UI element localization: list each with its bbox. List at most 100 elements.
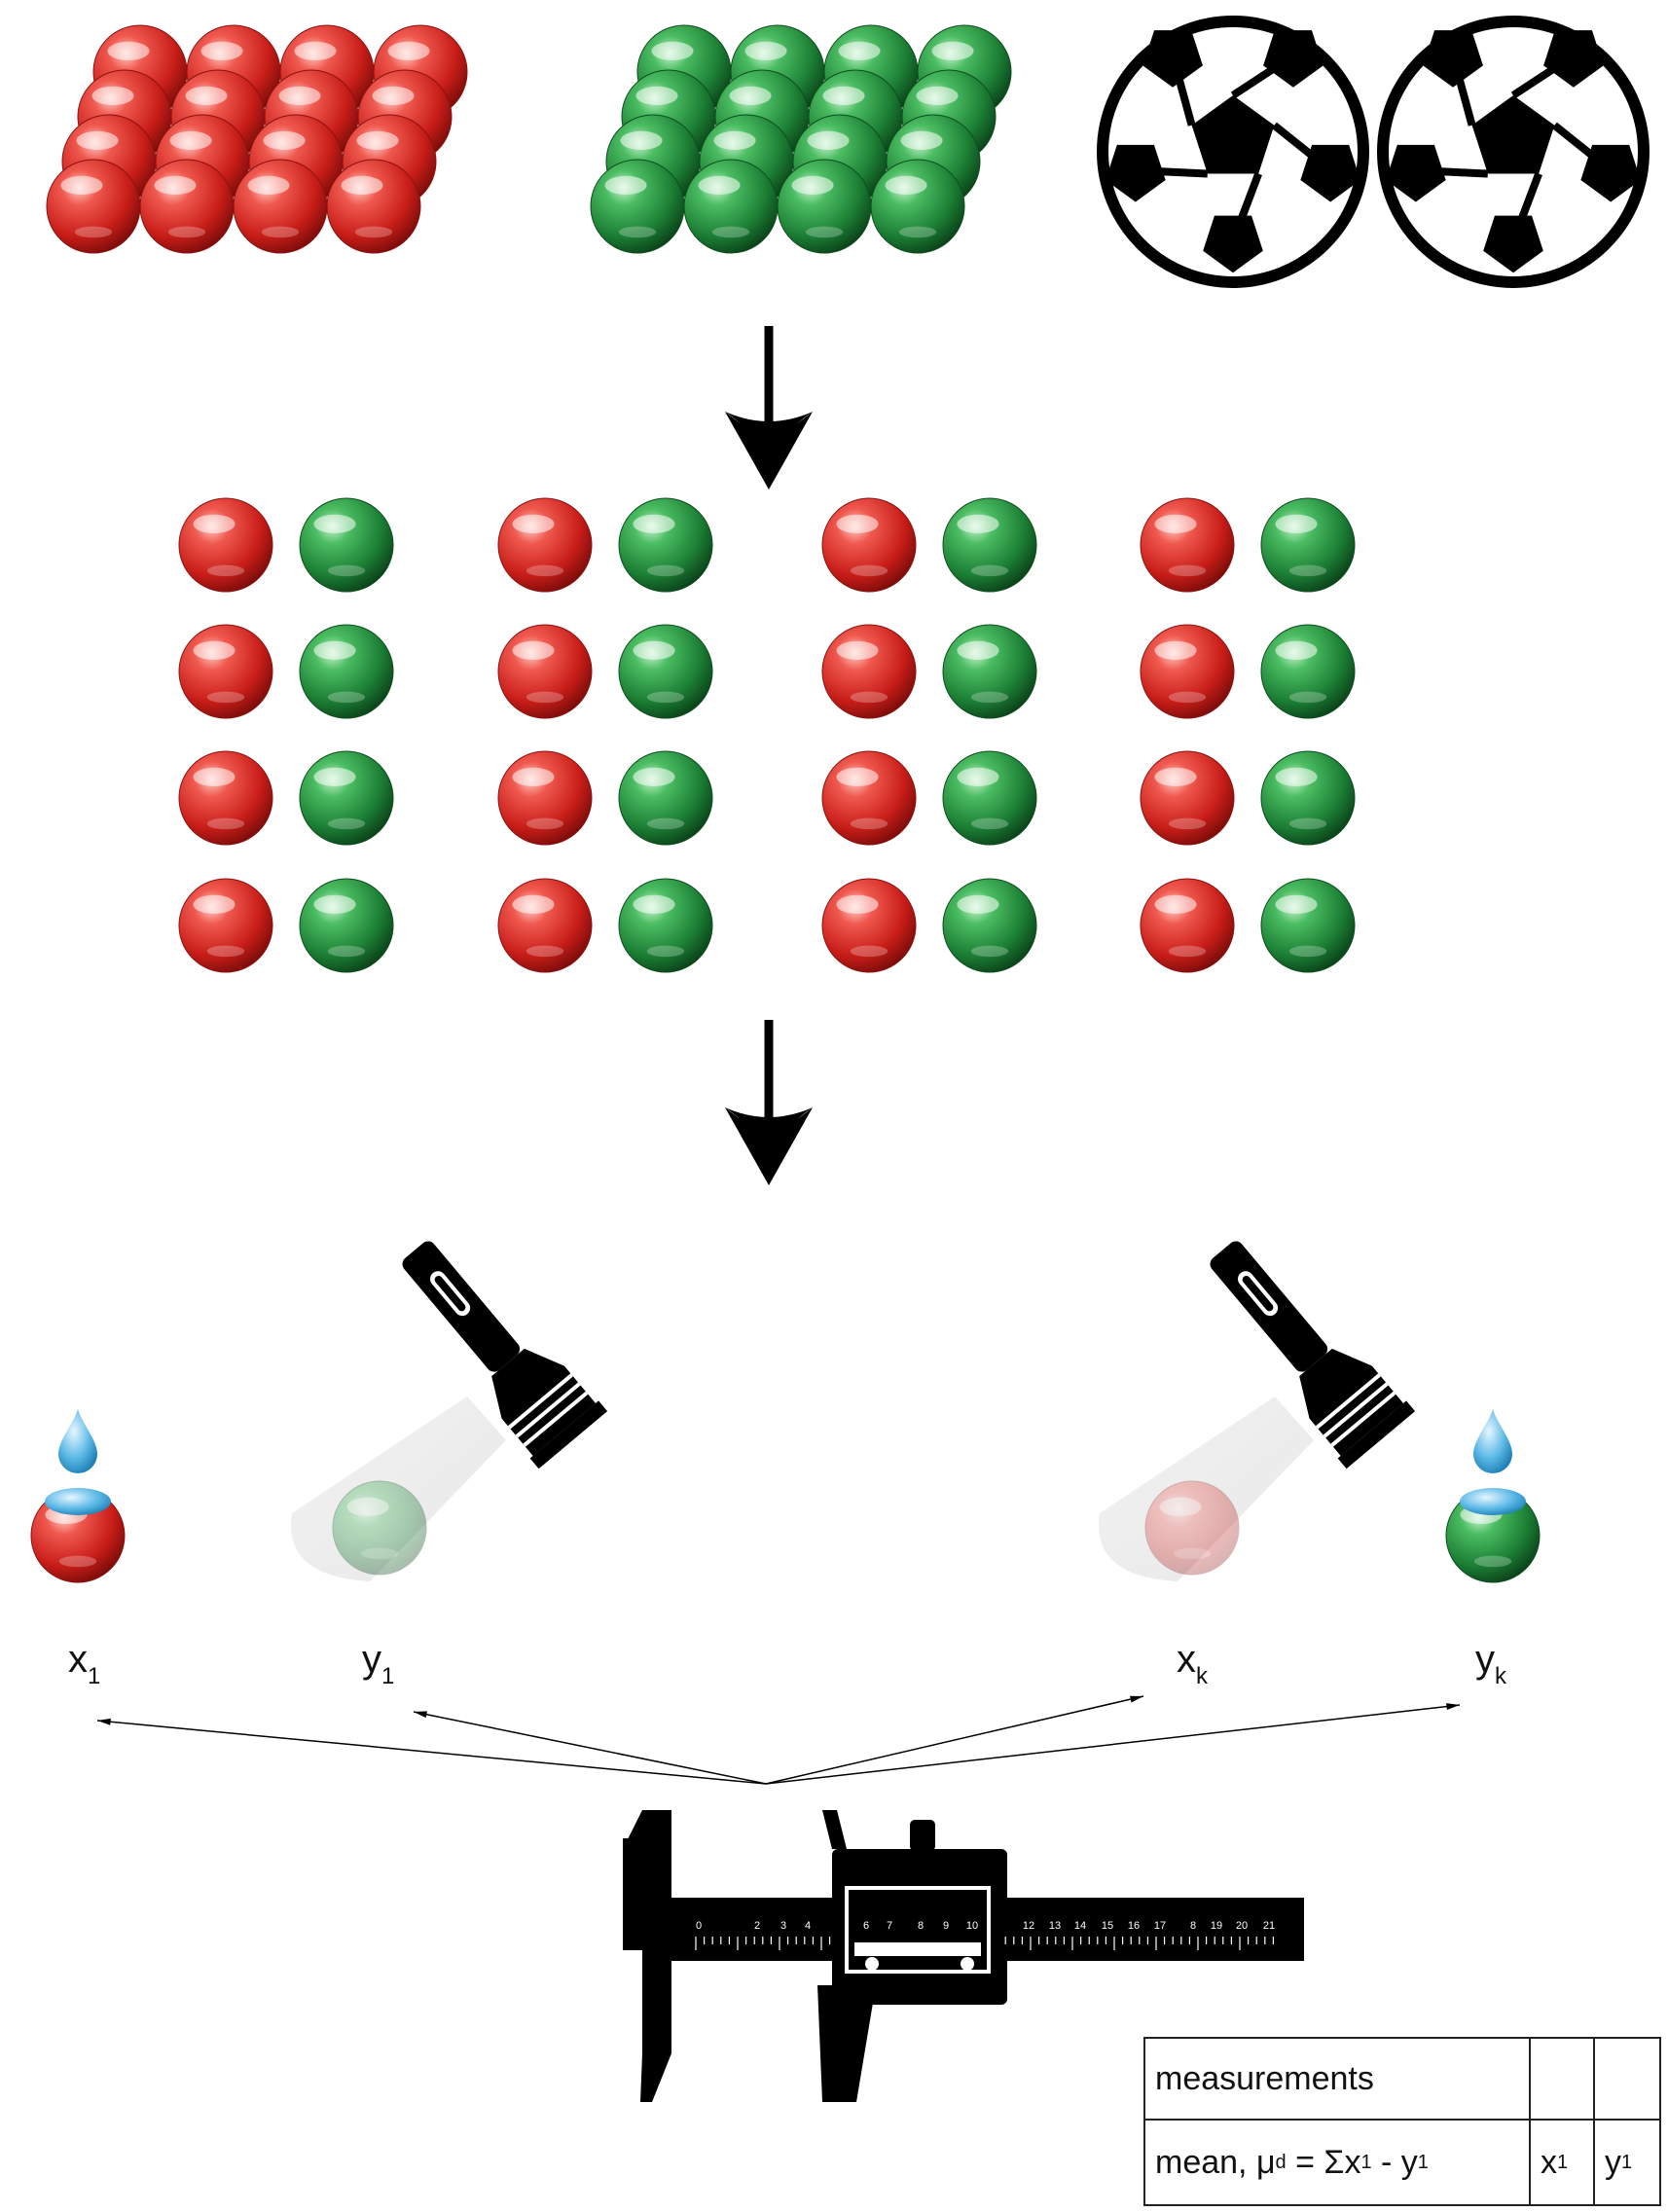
green-marble	[942, 624, 1037, 719]
green-marble	[777, 159, 872, 254]
pointer-arrow	[96, 1718, 767, 1785]
caliper-scale-number: 4	[805, 1920, 811, 1932]
green-marble	[942, 878, 1037, 973]
red-marble-xk-illuminated	[1144, 1480, 1240, 1576]
label-xk: xk	[1177, 1638, 1209, 1689]
marble-pair	[1140, 750, 1356, 846]
red-marble	[139, 159, 235, 254]
soccer-ball-icon	[1097, 16, 1369, 288]
flashlight-icon	[402, 1241, 608, 1469]
soccer-balls	[1097, 16, 1650, 288]
caliper-scale-number: 15	[1102, 1920, 1113, 1932]
green-marble	[683, 159, 779, 254]
red-marble	[233, 159, 328, 254]
red-marble	[178, 497, 273, 593]
green-marble	[618, 750, 713, 846]
red-marble	[497, 878, 593, 973]
green-marble	[299, 497, 394, 593]
green-marble	[942, 497, 1037, 593]
label-x1: x1	[68, 1638, 100, 1689]
red-marble	[178, 878, 273, 973]
marble-pair	[497, 624, 713, 719]
red-marble	[1140, 624, 1235, 719]
red-marble	[821, 878, 917, 973]
caliper-scale-number: 20	[1236, 1920, 1248, 1932]
marble-pair	[1140, 878, 1356, 973]
caliper-scale-number: 21	[1263, 1920, 1275, 1932]
water-pool-icon	[1460, 1488, 1526, 1515]
red-marble	[178, 750, 273, 846]
red-marble	[1140, 878, 1235, 973]
caliper-scale-number: 16	[1128, 1920, 1140, 1932]
caliper-scale-number: 14	[1074, 1920, 1086, 1932]
formula-mu: μ	[1255, 2143, 1276, 2181]
water-pool-icon	[45, 1488, 111, 1515]
measurement-labels: x1 y1 xk yk	[68, 1638, 1507, 1689]
green-marble	[618, 624, 713, 719]
caliper-scale-number: 19	[1211, 1920, 1222, 1932]
water-drop-icon	[58, 1409, 97, 1473]
marble-pair	[178, 750, 394, 846]
formula-minus: - y	[1371, 2143, 1418, 2181]
red-marbles-pile	[46, 24, 468, 254]
flow-arrows	[725, 326, 813, 1185]
arrow-down-icon	[725, 326, 813, 490]
caliper-scale-number: 12	[1023, 1920, 1034, 1932]
caliper-scale-number: 8	[918, 1920, 924, 1932]
formula-x-sub: 1	[1360, 2151, 1372, 2173]
marble-pair	[821, 497, 1037, 593]
formula-mu-sub: d	[1275, 2151, 1287, 2173]
green-marble	[299, 624, 394, 719]
green-marbles-pile	[590, 24, 1012, 254]
marble-pair	[1140, 624, 1356, 719]
green-marble-y1-illuminated	[332, 1480, 427, 1576]
caliper-scale-number: 8	[1190, 1920, 1196, 1932]
green-marble	[870, 159, 965, 254]
arrow-down-icon	[725, 1020, 813, 1185]
formula-y-sub: 1	[1417, 2151, 1429, 2173]
caliper-scale-number: 7	[887, 1920, 892, 1932]
marble-pair	[821, 624, 1037, 719]
red-marble	[821, 750, 917, 846]
caliper-scale-number: 3	[780, 1920, 786, 1932]
red-marble	[46, 159, 141, 254]
label-y1: y1	[362, 1638, 394, 1689]
red-marble	[821, 624, 917, 719]
caliper-scale-number: 9	[943, 1920, 949, 1932]
water-drop-icon	[1473, 1409, 1512, 1473]
red-marble	[497, 497, 593, 593]
green-marble	[1260, 878, 1356, 973]
table-cell-empty-2	[1595, 2039, 1659, 2121]
marble-pair	[821, 750, 1037, 846]
marble-pair	[1140, 497, 1356, 593]
pointer-arrow	[413, 1711, 767, 1785]
green-marble	[1260, 497, 1356, 593]
red-marble	[821, 497, 917, 593]
red-marble	[326, 159, 421, 254]
pointer-arrow	[765, 1703, 1461, 1785]
caliper-scale-number: 17	[1154, 1920, 1166, 1932]
marble-pair	[178, 624, 394, 719]
caliper-scale-number: 2	[754, 1920, 760, 1932]
caliper-scale-number: 6	[863, 1920, 869, 1932]
formula-sum: = Σx	[1286, 2143, 1361, 2181]
table-cell-empty-1	[1531, 2039, 1595, 2121]
green-marble	[299, 878, 394, 973]
table-row-measurements-label: measurements	[1145, 2039, 1531, 2121]
marble-pair	[821, 878, 1037, 973]
marble-pair	[497, 750, 713, 846]
green-marble	[1260, 750, 1356, 846]
red-marble	[1140, 497, 1235, 593]
red-marble	[1140, 750, 1235, 846]
green-marble	[590, 159, 685, 254]
marble-pair	[497, 878, 713, 973]
red-marble	[497, 750, 593, 846]
formula-prefix: mean,	[1155, 2143, 1256, 2181]
